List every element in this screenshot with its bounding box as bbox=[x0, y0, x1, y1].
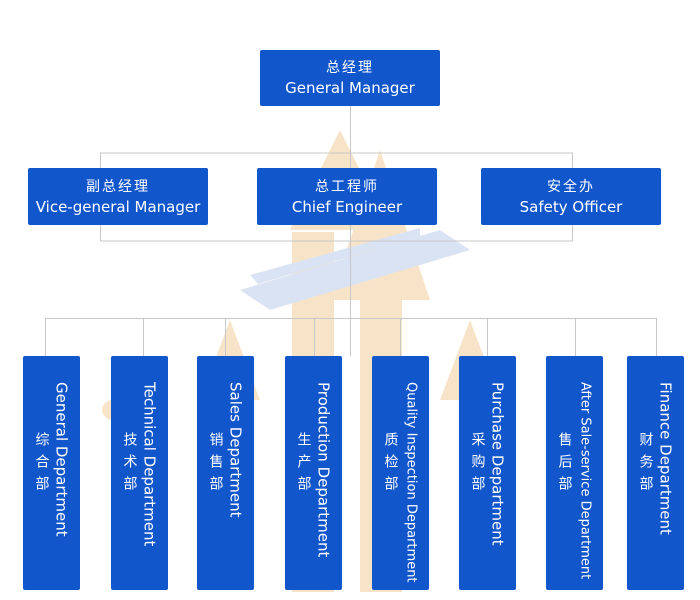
dept-cn-label: 技术部 bbox=[121, 432, 138, 498]
vice-general-manager-node: 副总经理 Vice-general Manager bbox=[28, 168, 208, 225]
dept-cn-label: 销售部 bbox=[207, 432, 224, 498]
general-manager-node: 总经理 General Manager bbox=[260, 50, 440, 106]
dept-en-label: Technical Department bbox=[140, 382, 159, 547]
node-cn-label: 安全办 bbox=[547, 178, 595, 195]
dept-en-label: Purchase Department bbox=[488, 382, 507, 546]
dept-quality-inspection: Quality Inspection Department 质检部 bbox=[372, 356, 429, 590]
dept-sales: Sales Department 销售部 bbox=[197, 356, 254, 590]
dept-cn-label: 质检部 bbox=[382, 432, 399, 498]
dept-en-label: General Department bbox=[52, 382, 71, 537]
dept-general: General Department 综合部 bbox=[23, 356, 80, 590]
dept-cn-label: 综合部 bbox=[33, 432, 50, 498]
dept-production: Production Department 生产部 bbox=[285, 356, 342, 590]
node-cn-label: 总工程师 bbox=[315, 178, 379, 195]
dept-technical: Technical Department 技术部 bbox=[111, 356, 168, 590]
node-cn-label: 总经理 bbox=[326, 60, 374, 76]
dept-en-label: Sales Department bbox=[226, 382, 245, 518]
dept-en-label: Quality Inspection Department bbox=[403, 382, 419, 583]
dept-en-label: Production Department bbox=[314, 382, 333, 558]
dept-cn-label: 财务部 bbox=[637, 432, 654, 498]
dept-cn-label: 采购部 bbox=[469, 432, 486, 498]
dept-cn-label: 售后部 bbox=[556, 432, 573, 498]
node-en-label: Chief Engineer bbox=[291, 197, 403, 216]
chief-engineer-node: 总工程师 Chief Engineer bbox=[257, 168, 437, 225]
dept-en-label: Finance Department bbox=[656, 382, 675, 535]
node-en-label: Safety Officer bbox=[519, 197, 623, 216]
dept-purchase: Purchase Department 采购部 bbox=[459, 356, 516, 590]
node-en-label: General Manager bbox=[285, 79, 415, 97]
dept-cn-label: 生产部 bbox=[295, 432, 312, 498]
node-en-label: Vice-general Manager bbox=[35, 197, 201, 216]
safety-officer-node: 安全办 Safety Officer bbox=[481, 168, 661, 225]
dept-after-sale-service: After Sale-service Department 售后部 bbox=[546, 356, 603, 590]
node-cn-label: 副总经理 bbox=[86, 178, 150, 195]
dept-en-label: After Sale-service Department bbox=[577, 382, 593, 580]
dept-finance: Finance Department 财务部 bbox=[627, 356, 684, 590]
